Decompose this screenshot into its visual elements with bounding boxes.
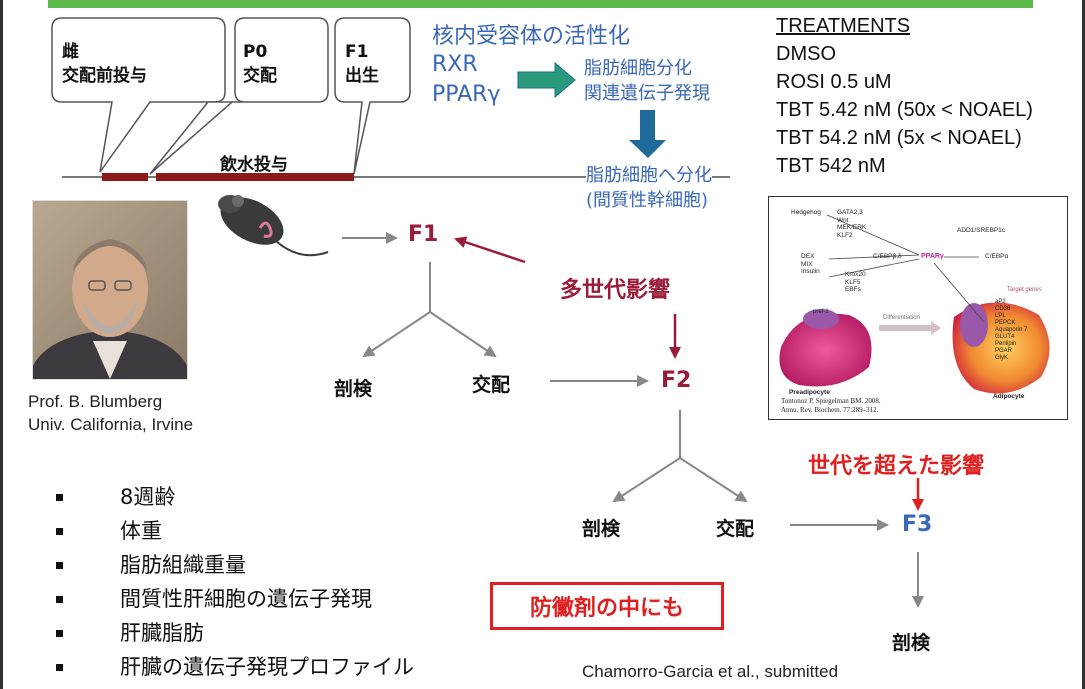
bubble-female xyxy=(51,17,226,173)
bubble-f1-text: F1 出生 xyxy=(345,42,379,86)
bubble-p0-text: P0 交配 xyxy=(243,42,277,86)
antifungal-highlight-box: 防黴剤の中にも xyxy=(490,582,724,630)
receptor-title: 核内受容体の活性化 xyxy=(432,24,631,49)
timeline-premating xyxy=(102,173,148,181)
pathway-graphic xyxy=(779,214,1050,394)
f1-label: F1 xyxy=(408,222,439,247)
autopsy-f1: 剖検 xyxy=(334,378,373,400)
treatment-item: ROSI 0.5 uM xyxy=(776,71,892,93)
bubble-f1 xyxy=(334,17,411,175)
green-arrow-down xyxy=(629,110,666,158)
f3-label: F3 xyxy=(902,512,933,537)
gene-expression-text: 脂肪細胞分化 関連遺伝子発現 xyxy=(584,58,710,104)
green-arrow-right xyxy=(517,61,576,99)
top-green-bar xyxy=(48,0,1033,8)
rxr-label: RXR xyxy=(432,52,478,77)
treatment-item: TBT 5.42 nM (50x < NOAEL) xyxy=(776,99,1033,121)
treatment-item: TBT 54.2 nM (5x < NOAEL) xyxy=(776,127,1022,149)
autopsy-f2: 剖検 xyxy=(582,518,621,540)
endpoint-item: 脂肪組織重量 xyxy=(40,548,414,582)
left-border xyxy=(0,0,3,689)
pathway-top-list: GATA2,3 Wnt MEK/ERK KLF2 xyxy=(837,209,867,239)
reference-text: Chamorro-Garcia et al., submitted xyxy=(582,662,839,681)
professor-photo xyxy=(32,200,188,380)
endpoint-item: 8週齢 xyxy=(40,480,414,514)
bubble-female-text: 雌 交配前投与 xyxy=(62,42,147,86)
endpoint-item: 肝臓の遺伝子発現プロファイル xyxy=(40,650,414,684)
endpoint-item: 間質性肝細胞の遺伝子発現 xyxy=(40,582,414,616)
trans-generation-label: 世代を超えた影響 xyxy=(808,454,985,479)
endpoint-list: 8週齢 体重 脂肪組織重量 間質性肝細胞の遺伝子発現 肝臓脂肪 肝臓の遺伝子発現… xyxy=(40,480,414,684)
f2-label: F2 xyxy=(661,368,692,393)
timeline-drinking xyxy=(156,173,354,181)
receptor-list: RXR PPARγ xyxy=(432,50,500,110)
autopsy-f3: 剖検 xyxy=(892,632,931,654)
right-border xyxy=(1082,0,1085,689)
pathway-citation: Tontonoz P, Spiegelman BM. 2008. Annu. R… xyxy=(781,397,881,414)
differentiation-text: 脂肪細胞へ分化 (間質性幹細胞) xyxy=(586,163,712,213)
multi-generation-label: 多世代影響 xyxy=(560,278,671,303)
endpoint-item: 肝臓脂肪 xyxy=(40,616,414,650)
bubble-p0 xyxy=(149,17,329,175)
mating-f1: 交配 xyxy=(472,374,511,396)
treatments-header: TREATMENTS xyxy=(776,15,911,37)
treatment-item: TBT 542 nM xyxy=(776,155,886,177)
drinking-label: 飲水投与 xyxy=(220,155,288,175)
pathway-figure: Hedgehog GATA2,3 Wnt MEK/ERK KLF2 ADD1/S… xyxy=(768,196,1068,420)
mouse-graphic xyxy=(218,195,329,257)
ppar-label: PPARγ xyxy=(432,82,501,107)
mating-f2: 交配 xyxy=(716,518,755,540)
treatment-item: DMSO xyxy=(776,43,836,65)
treatments-block: TREATMENTS DMSO ROSI 0.5 uM TBT 5.42 nM … xyxy=(776,12,1033,180)
target-genes-list: aP2 CD36 LPL PEPCK Aquaporin 7 GLUT4 Per… xyxy=(995,299,1028,361)
photo-caption: Prof. B. Blumberg Univ. California, Irvi… xyxy=(28,392,194,434)
endpoint-item: 体重 xyxy=(40,514,414,548)
